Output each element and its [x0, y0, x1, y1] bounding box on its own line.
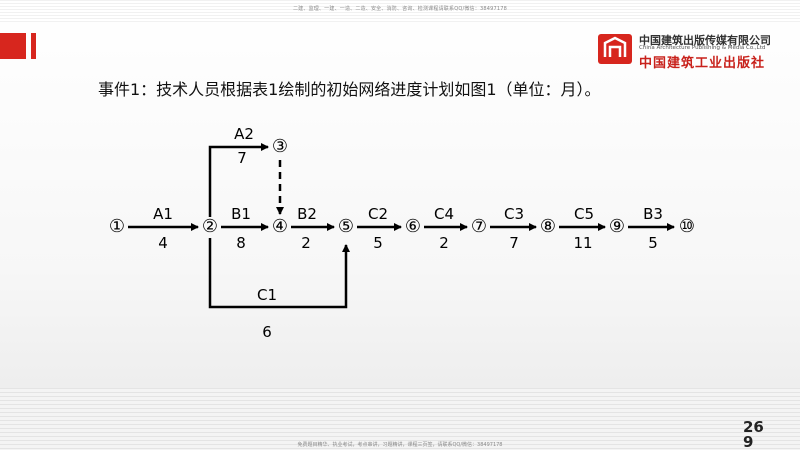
accent-block	[0, 33, 26, 59]
activity-b1-duration: 8	[236, 234, 246, 252]
activity-b2-duration: 2	[301, 234, 311, 252]
page-number: 269	[743, 418, 764, 451]
activity-c3-duration: 7	[509, 234, 519, 252]
activity-c4-duration: 2	[439, 234, 449, 252]
activity-c1-duration: 6	[262, 323, 272, 341]
activity-c2-name: C2	[368, 205, 388, 223]
publisher-name-en: China Architecture Publishing & Media Co…	[639, 45, 766, 51]
header-note: 二建、监理、一建、一造、二造、安全、消防、咨询、检测课程请联系QQ/微信：384…	[292, 6, 507, 12]
activity-c2-duration: 5	[373, 234, 383, 252]
accent-stripe	[31, 33, 36, 59]
activity-a1-name: A1	[153, 205, 173, 223]
activity-b2-name: B2	[297, 205, 317, 223]
publisher-calligraphy: 中国建筑工业出版社	[639, 56, 766, 71]
publisher-name-cn: 中国建筑出版传媒有限公司	[639, 34, 771, 47]
activity-c5-duration: 11	[573, 234, 592, 252]
top-texture	[0, 0, 800, 22]
footer-note: 免费题目精华、执业考试，考点串讲，习题精讲，课程三页签，请联系QQ/微信：384…	[297, 442, 503, 448]
publisher-logo: 中国建筑出版传媒有限公司 China Architecture Publishi…	[597, 31, 787, 71]
event-description: 事件1：技术人员根据表1绘制的初始网络进度计划如图1（单位：月）。	[98, 80, 601, 99]
node-8: ⑧	[540, 216, 556, 237]
node-10: ⑩	[679, 216, 695, 237]
arrow-a2	[208, 143, 269, 217]
activity-b3-duration: 5	[648, 234, 658, 252]
node-1: ①	[109, 216, 125, 237]
activity-a1-duration: 4	[158, 234, 168, 252]
node-3: ③	[272, 136, 288, 157]
node-5: ⑤	[338, 216, 354, 237]
arrow-c1	[208, 238, 350, 309]
activity-c4-name: C4	[434, 205, 454, 223]
node-7: ⑦	[471, 216, 487, 237]
activity-b1-name: B1	[231, 205, 251, 223]
publisher-emblem-icon	[598, 34, 632, 64]
activity-b3-name: B3	[643, 205, 663, 223]
activity-c1-name: C1	[257, 286, 277, 304]
activity-a2-duration: 7	[237, 149, 247, 167]
node-2: ②	[202, 216, 218, 237]
node-6: ⑥	[405, 216, 421, 237]
activity-c3-name: C3	[504, 205, 524, 223]
bottom-texture	[0, 388, 800, 450]
activity-a2-name: A2	[234, 125, 254, 143]
activity-c5-name: C5	[574, 205, 594, 223]
node-9: ⑨	[609, 216, 625, 237]
node-4: ④	[272, 216, 288, 237]
